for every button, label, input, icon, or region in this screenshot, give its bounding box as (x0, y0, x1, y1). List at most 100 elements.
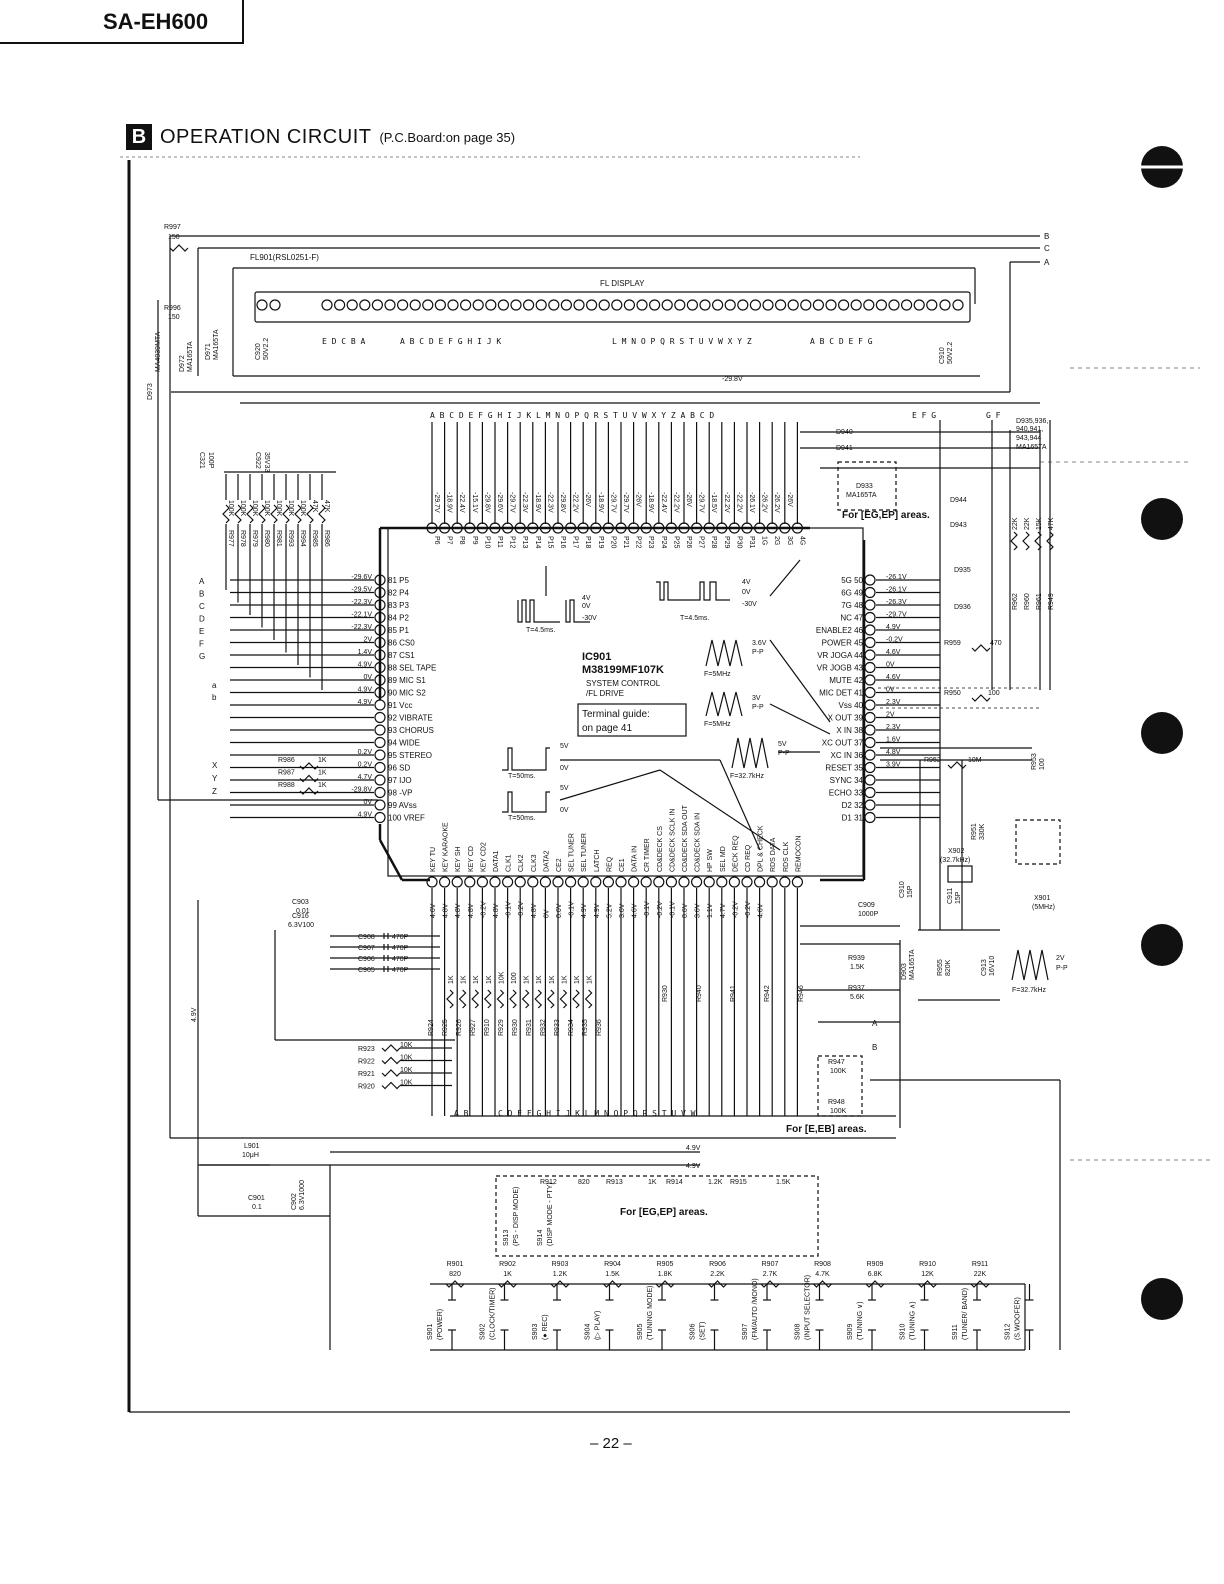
capacitor-ref: C901 (248, 1195, 265, 1202)
ic-top-pin-label: P8 (458, 536, 465, 545)
diode-ref: D903 (901, 963, 908, 980)
grid-bus-letter: A (199, 577, 205, 586)
key-switch-ref: S908 (795, 1324, 802, 1340)
fl-pin (460, 299, 472, 311)
ic-right-pin-voltage: 1.6V (886, 737, 901, 744)
key-switch-label: (CLOCK/TIMER) (490, 1288, 497, 1341)
ic-left-pin-label: 92 VIBRATE (388, 714, 433, 723)
ic-top-pin (451, 522, 463, 534)
fl-pin (926, 299, 938, 311)
resistor-symbol (534, 989, 543, 1009)
ic-bottom-pin-label: CD&DECK SDA OUT (682, 804, 689, 872)
resistor-symbol (169, 244, 189, 252)
ic-right-pin-voltage: 2V (886, 712, 895, 719)
ic-bottom-pin-voltage: -0.1V (506, 901, 513, 918)
resistor-ref: R987 (278, 770, 295, 777)
fl-pin (636, 299, 648, 311)
ic-top-pin-voltage: -29.7V (698, 492, 705, 513)
fl-pin (875, 299, 888, 311)
fl-pin (787, 299, 799, 311)
key-switch-label: (PS - DISP MODE) (513, 1187, 520, 1246)
resistor-ref: R922 (358, 1059, 375, 1066)
ic-top-pin (703, 522, 715, 534)
key-switch-ref: S909 (847, 1324, 854, 1340)
ic-bottom-pin-label: CLK1 (506, 854, 513, 872)
ic-bottom-pin-voltage: -0.1V (669, 901, 676, 918)
ic-left-pin-voltage: 4.9V (358, 662, 373, 669)
binder-hole (1141, 498, 1183, 540)
waveform-8 (1011, 949, 1049, 981)
diode-ref: 940,941, (1016, 426, 1043, 433)
ic-bottom-pin (690, 876, 703, 888)
fl-pin (409, 299, 421, 311)
resistor-value: 100 (511, 972, 518, 984)
ic-bottom-pin (527, 876, 539, 888)
resistor-symbol (521, 989, 530, 1009)
ic-left-pin-voltage: 4.9V (358, 812, 373, 819)
ic-left-pin (374, 699, 386, 711)
ic-left-pin-label: 86 CS0 (388, 639, 415, 648)
key-resistor-value: 6.8K (868, 1271, 883, 1278)
key-switch-label: (TUNING MODE) (647, 1286, 654, 1340)
ic-left-pin (374, 674, 386, 686)
fl-pin (939, 299, 951, 311)
ic-top-pin-voltage: -22.4V (660, 492, 667, 513)
resistor-ref: R937 (848, 985, 865, 992)
resistor-symbol (559, 989, 568, 1009)
ic-left-pin-label: 87 CS1 (388, 651, 415, 660)
rail-voltage: 4.9V (191, 1007, 198, 1022)
ic-left-pin-label: 89 MIC S1 (388, 676, 426, 685)
key-switch-ref: S911 (952, 1324, 959, 1340)
ic-right-pin (864, 586, 876, 599)
waveform-label: 0V (560, 765, 569, 772)
diode-part: MA165TA (909, 949, 916, 980)
ic-top-pin (678, 522, 690, 534)
ic-top-pin-voltage: -22.2V (723, 492, 730, 513)
key-switch-ref: S913 (503, 1230, 510, 1246)
bus-letters-gf: G F (986, 411, 1001, 420)
ic-bottom-pin-label: REMOCON (795, 835, 802, 872)
pullup-ref: R978 (239, 530, 246, 547)
ic-bottom-pin (741, 876, 753, 888)
capacitor-value: 470P (392, 967, 409, 974)
resistor-symbol (708, 1280, 727, 1288)
ic-bottom-pin-label: DPL & CHECK (758, 825, 765, 872)
ic-bottom-pin-voltage: 4.6V (632, 903, 639, 918)
key-resistor-value: 1.8K (658, 1271, 673, 1278)
ic-top-pin (514, 522, 526, 534)
fl-pin (749, 299, 762, 311)
ic-top-pin-label: P12 (509, 536, 516, 549)
resistor-value: 1K (473, 975, 480, 984)
ic-right-pin (864, 649, 876, 661)
resistor-ref: R932 (540, 1019, 547, 1036)
ic-left-pin-voltage: -22.1V (351, 612, 372, 619)
ic-bottom-pin (439, 876, 451, 888)
resistor-symbol (546, 989, 555, 1009)
ic-bottom-pin-voltage: 5.2V (606, 903, 613, 918)
waveform-label: F=5MHz (704, 671, 731, 678)
key-switch-ref: S904 (585, 1324, 592, 1340)
resistor-symbol (509, 989, 517, 1009)
capacitor-ref: C922 (254, 452, 261, 469)
ic-right-pin-label: Vss 40 (839, 701, 864, 710)
ic-left-pin-label: 91 Vcc (388, 701, 412, 710)
key-resistor-value: 1K (503, 1271, 512, 1278)
ic-bottom-pin-voltage: 0V (543, 909, 550, 918)
ic-top-pin-voltage: -22.2V (735, 492, 742, 513)
fl-pin (397, 299, 409, 311)
capacitor-value: 100P (207, 452, 214, 469)
ic-left-pin-voltage: 4.9V (358, 687, 373, 694)
resistor-symbol (584, 989, 593, 1009)
section-title: OPERATION CIRCUIT (160, 125, 372, 148)
resistor-symbol (381, 1069, 401, 1077)
ic-right-pin-label: 7G 48 (841, 601, 863, 610)
key-switch-ref: S906 (690, 1324, 697, 1340)
ic-bottom-pin-label: KEY SH (455, 846, 462, 872)
ic-right-pin (864, 611, 876, 624)
key-switch-label: (FM/AUTO /MONO) (752, 1278, 759, 1340)
ic-top-pin-label: P29 (723, 536, 730, 549)
key-resistor-value: 4.7K (815, 1271, 830, 1278)
ic-bottom-pin-label: CE2 (556, 858, 563, 872)
ic-bottom-pin-voltage: 4.9V (581, 903, 588, 918)
ic-top-pin-voltage: -29.8V (559, 492, 566, 513)
